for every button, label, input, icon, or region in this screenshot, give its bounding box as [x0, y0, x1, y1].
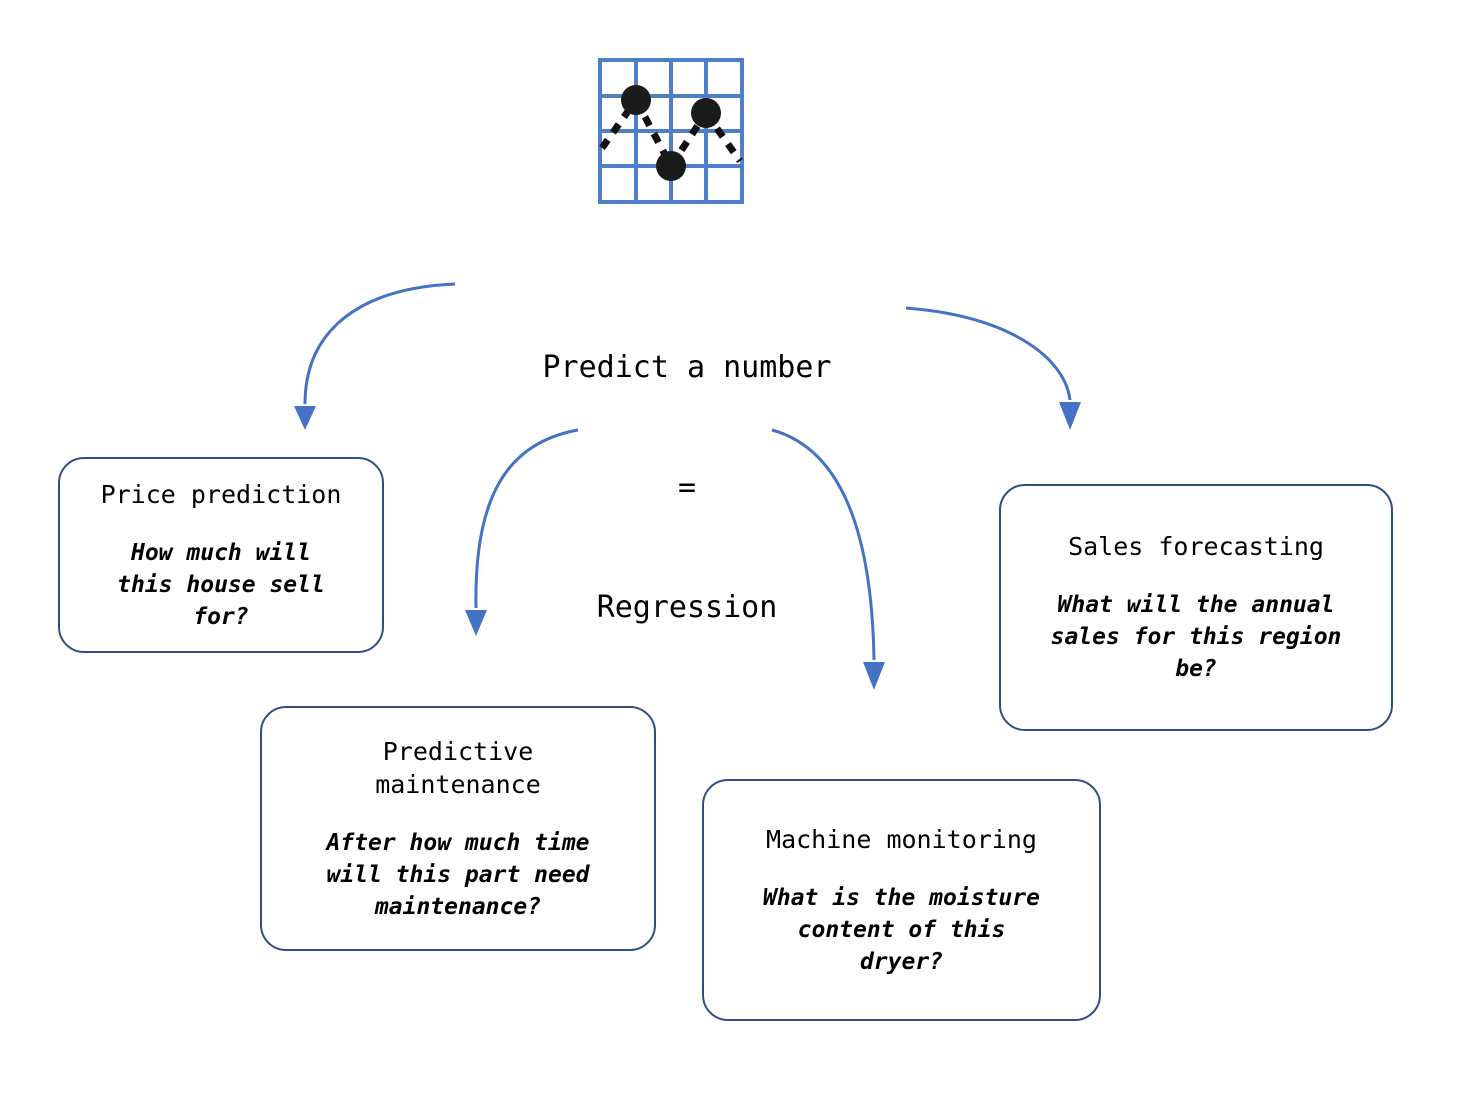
card-title: Predictive maintenance	[375, 736, 541, 799]
card-question: What is the moisture content of this dry…	[763, 884, 1040, 975]
arrow-head-price-prediction	[294, 406, 316, 430]
card-price-prediction[interactable]: Price prediction How much will this hous…	[58, 457, 384, 653]
scatter-line-chart-icon	[598, 58, 744, 204]
arrow-head-sales-forecasting	[1059, 402, 1081, 430]
center-label-line3: Regression	[596, 590, 778, 625]
chart-point-3	[691, 98, 721, 128]
scatter-line-chart-icon-svg	[598, 58, 744, 204]
card-question: After how much time will this part need …	[326, 829, 590, 920]
card-title: Machine monitoring	[766, 824, 1037, 854]
card-question: What will the annual sales for this regi…	[1050, 592, 1342, 682]
card-title: Price prediction	[100, 479, 342, 509]
chart-point-1	[621, 85, 651, 115]
center-label: Predict a number = Regression	[437, 268, 937, 708]
card-predictive-maintenance[interactable]: Predictive maintenance After how much ti…	[260, 706, 656, 951]
card-sales-forecasting[interactable]: Sales forecasting What will the annual s…	[999, 484, 1393, 731]
arrow-to-price-prediction	[303, 282, 456, 405]
card-machine-monitoring[interactable]: Machine monitoring What is the moisture …	[702, 779, 1101, 1021]
card-title: Sales forecasting	[1068, 532, 1324, 561]
center-label-equals: =	[677, 470, 697, 505]
chart-point-2	[656, 151, 686, 181]
card-question: How much will this house sell for?	[117, 539, 325, 630]
center-label-line1: Predict a number	[542, 350, 832, 385]
